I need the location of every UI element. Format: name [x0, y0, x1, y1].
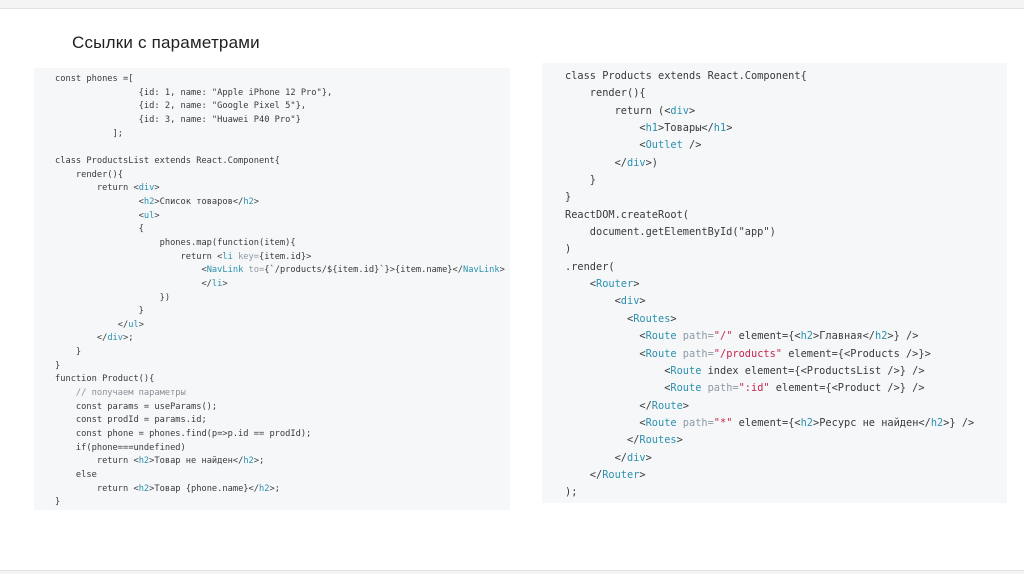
code-line: return <li key={item.id}>: [55, 251, 312, 262]
code-line: <NavLink to={`/products/${item.id}`}>{it…: [55, 265, 505, 276]
slide-title: Ссылки с параметрами: [72, 33, 260, 52]
code-line: render(){: [565, 87, 646, 100]
code-line: </Router>: [565, 468, 646, 481]
code-line: render(){: [55, 169, 123, 180]
code-line: {id: 2, name: "Google Pixel 5"},: [55, 101, 307, 112]
code-line: return <h2>Товар не найден</h2>;: [55, 456, 265, 467]
code-line: else: [55, 470, 97, 481]
code-line: {: [55, 224, 144, 235]
code-line: function Product(){: [55, 374, 155, 385]
code-line: ];: [55, 128, 123, 139]
code-line: <h2>Список товаров</h2>: [55, 196, 260, 207]
code-line: <Outlet />: [565, 139, 702, 152]
code-line: {id: 1, name: "Apple iPhone 12 Pro"},: [55, 87, 333, 98]
canvas-top-edge: [0, 0, 1024, 9]
code-line: }: [55, 306, 144, 317]
code-line: <h1>Товары</h1>: [565, 122, 733, 135]
code-line: const params = useParams();: [55, 401, 218, 412]
code-line: .render(: [565, 260, 615, 273]
code-line: <Route index element={<ProductsList />} …: [565, 364, 925, 377]
code-line: <Routes>: [565, 312, 677, 325]
code-line: }: [55, 347, 82, 358]
code-line: class ProductsList extends React.Compone…: [55, 155, 280, 166]
code-line: </div>;: [55, 333, 134, 344]
code-line: const phones =[: [55, 74, 134, 84]
code-line: ReactDOM.createRoot(: [565, 208, 689, 221]
code-line: <Router>: [565, 278, 640, 291]
code-line: [55, 141, 510, 155]
code-line: <Route path="*" element={<h2>Ресурс не н…: [565, 416, 975, 429]
code-line: );: [565, 486, 578, 499]
code-line: phones.map(function(item){: [55, 237, 296, 248]
code-line: </Routes>: [565, 434, 683, 447]
code-line: // получаем параметры: [55, 388, 186, 399]
code-line: </ul>: [55, 319, 144, 330]
code-line: ): [565, 243, 572, 256]
code-line: <Route path=":id" element={<Product />} …: [565, 382, 925, 395]
code-line: if(phone===undefined): [55, 442, 186, 453]
code-line: class Products extends React.Component{: [565, 70, 807, 82]
code-line: }: [55, 497, 61, 508]
code-block-right: class Products extends React.Component{ …: [542, 63, 1007, 503]
code-line: {id: 3, name: "Huawei P40 Pro"}: [55, 114, 301, 125]
code-line: document.getElementById("app"): [565, 226, 776, 239]
code-line: return (<div>: [565, 104, 696, 117]
code-line: </div>: [565, 451, 652, 464]
code-line: return <h2>Товар {phone.name}</h2>;: [55, 483, 280, 494]
code-line: <div>: [565, 295, 646, 308]
canvas-bottom-edge: [0, 570, 1024, 574]
code-line: <Route path="/products" element={<Produc…: [565, 347, 931, 360]
code-line: }): [55, 292, 171, 303]
code-line: <Route path="/" element={<h2>Главная</h2…: [565, 330, 919, 343]
code-line: <ul>: [55, 210, 160, 221]
code-block-left: const phones =[ {id: 1, name: "Apple iPh…: [34, 68, 510, 510]
code-line: }: [565, 174, 596, 187]
code-line: </Route>: [565, 399, 689, 412]
code-line: const phone = phones.find(p=>p.id == pro…: [55, 429, 312, 440]
code-line: }: [55, 360, 61, 371]
code-line: }: [565, 191, 572, 204]
code-line: </div>): [565, 156, 659, 169]
code-line: return <div>: [55, 183, 160, 194]
code-line: </li>: [55, 278, 228, 289]
code-line: const prodId = params.id;: [55, 415, 207, 426]
